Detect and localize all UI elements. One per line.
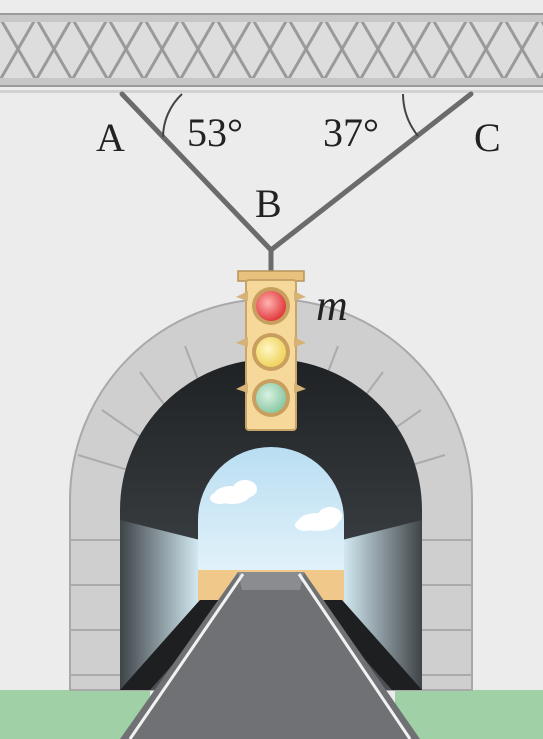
red-light <box>256 291 286 321</box>
point-c-label: C <box>474 115 501 160</box>
yellow-light <box>256 337 286 367</box>
grass-left <box>0 690 150 739</box>
angle-arc-right <box>402 93 419 137</box>
road <box>120 572 420 739</box>
angle-arc-left <box>162 93 183 138</box>
mass-label: m <box>316 281 348 330</box>
road-edge-left <box>128 573 245 739</box>
tunnel-exit-sky <box>198 447 344 580</box>
ceiling-beam <box>0 13 543 93</box>
point-b-label: B <box>255 181 282 226</box>
grass-right <box>395 690 543 739</box>
green-light <box>256 383 286 413</box>
cloud-right <box>295 507 342 531</box>
traffic-light <box>236 270 306 431</box>
cable-ab <box>119 91 274 253</box>
cloud-left <box>210 480 257 504</box>
cable-bc <box>268 91 474 253</box>
angle-53-label: 53° <box>187 110 243 155</box>
cable-system <box>119 91 474 275</box>
road-edge-right <box>297 573 412 739</box>
tunnel-wall-right <box>342 520 422 690</box>
tunnel-wall-left <box>120 520 200 690</box>
angle-37-label: 37° <box>323 110 379 155</box>
point-a-label: A <box>96 115 125 160</box>
